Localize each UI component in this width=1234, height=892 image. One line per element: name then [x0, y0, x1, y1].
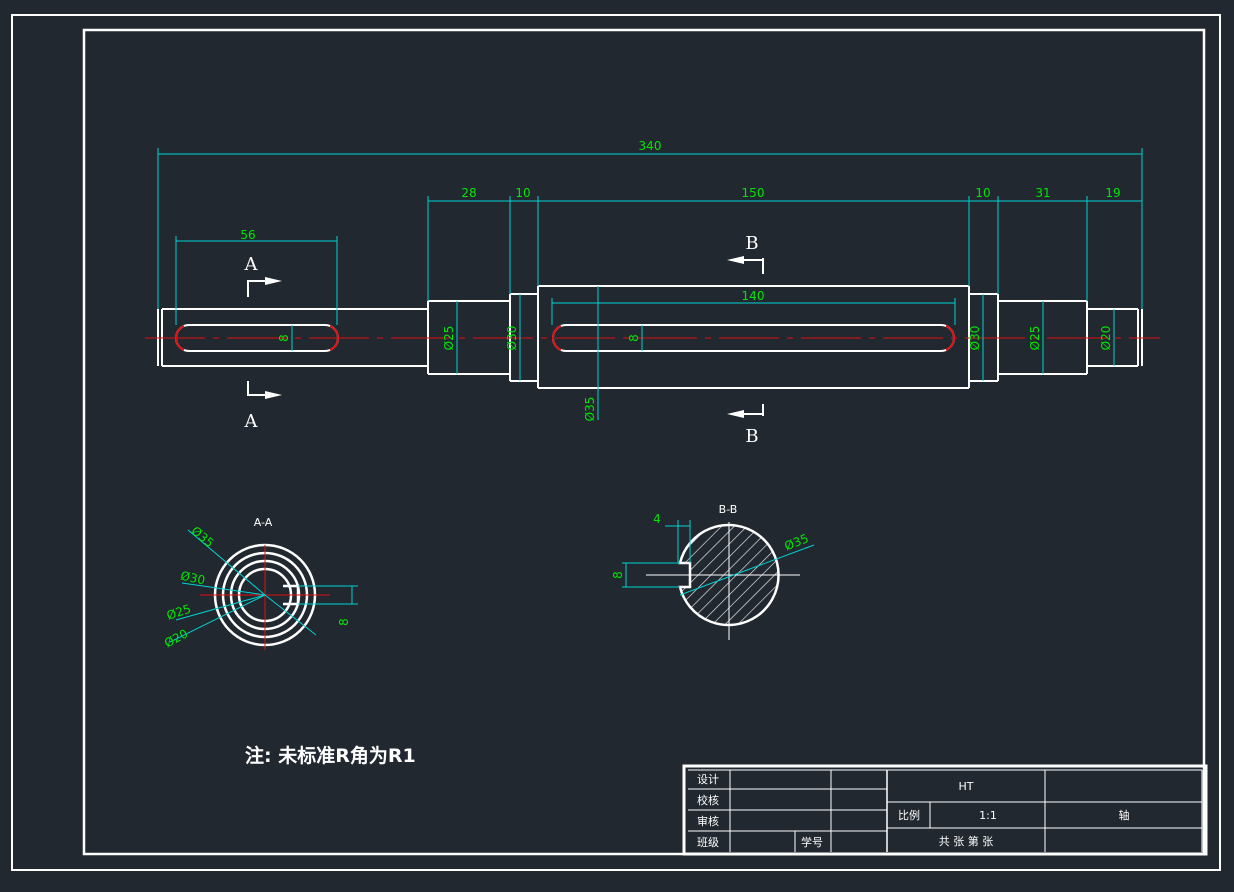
section-label-b-bottom: B: [745, 426, 758, 447]
title-student-no-label: 学号: [801, 835, 823, 849]
section-aa-d25: Ø25: [165, 602, 193, 623]
section-markers: A A B B: [244, 233, 764, 447]
sheet-border: [11, 14, 1221, 871]
dim-seg-28: 28: [461, 186, 476, 200]
dimension-lines: [157, 148, 1143, 420]
title-review-label: 审核: [697, 814, 719, 828]
section-label-a-top: A: [244, 254, 259, 275]
dim-d35: Ø35: [583, 397, 597, 422]
section-aa-d30: Ø30: [179, 569, 206, 588]
section-aa-title: A-A: [254, 516, 273, 529]
section-bb-d35: Ø35: [782, 531, 810, 553]
dim-overall: 340: [639, 139, 662, 153]
section-aa-key: 8: [337, 618, 351, 626]
dim-seg-31: 31: [1035, 186, 1050, 200]
title-scale-label: 比例: [898, 808, 920, 822]
dim-mid-key-length: 140: [742, 289, 765, 303]
section-bb-depth: 4: [653, 512, 661, 526]
title-scale-value: 1:1: [979, 809, 997, 822]
dim-seg-10a: 10: [515, 186, 530, 200]
dimension-texts: 340 56 28 10 150 10 31 19 140 8 8 Ø25 Ø3…: [240, 139, 1120, 421]
shaft-outline: [157, 285, 1143, 389]
title-design-label: 设计: [697, 773, 719, 786]
dim-d25-right: Ø25: [1028, 326, 1042, 351]
dim-d30-left: Ø30: [505, 326, 519, 351]
section-bb-title: B-B: [719, 503, 738, 516]
title-material: HT: [959, 780, 974, 793]
title-sheets: 共 张 第 张: [939, 834, 994, 848]
section-aa-d35: Ø35: [189, 524, 217, 551]
dim-seg-19: 19: [1105, 186, 1120, 200]
dim-mid-key-width: 8: [627, 334, 641, 342]
dim-d30-right: Ø30: [968, 326, 982, 351]
section-bb-view: B-B 4 8 Ø35: [611, 503, 815, 640]
title-check-label: 校核: [697, 793, 719, 807]
dim-seg-150: 150: [742, 186, 765, 200]
section-label-a-bottom: A: [244, 411, 259, 432]
title-class-label: 班级: [697, 836, 719, 849]
title-part-name: 轴: [1119, 808, 1130, 822]
section-aa-d20: Ø20: [162, 626, 190, 650]
dim-d20: Ø20: [1099, 326, 1113, 351]
section-aa-view: A-A Ø35 Ø30 Ø25 Ø20 8: [162, 516, 358, 650]
dim-seg-10b: 10: [975, 186, 990, 200]
section-bb-width: 8: [611, 571, 625, 579]
title-block: 设计 校核 审核 班级 学号 HT 比例 1:1 轴 共 张 第 张: [682, 764, 1208, 856]
dim-left-key-length: 56: [240, 228, 255, 242]
technical-note: 注: 未标准R角为R1: [245, 744, 416, 767]
dim-d25-left: Ø25: [442, 326, 456, 351]
section-label-b-top: B: [745, 233, 758, 254]
dim-left-key-width: 8: [277, 334, 291, 342]
